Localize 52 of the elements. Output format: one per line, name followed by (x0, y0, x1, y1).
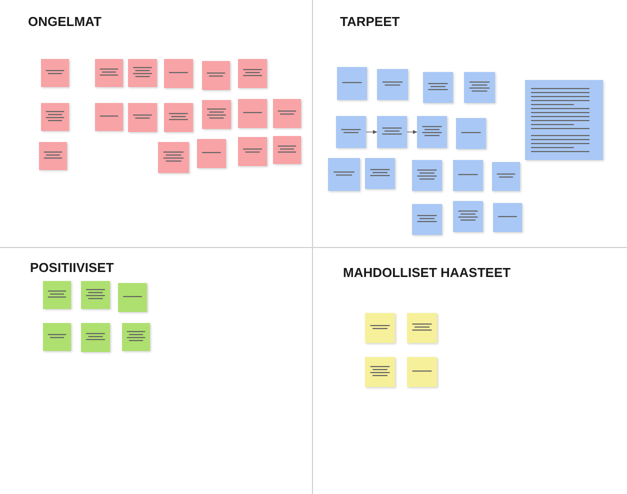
section-heading: TARPEET (340, 14, 400, 29)
sticky-note (43, 323, 71, 351)
sticky-note (337, 67, 367, 100)
sticky-note (41, 103, 69, 131)
sticky-note (39, 142, 67, 170)
sticky-note (164, 59, 193, 88)
sticky-note (365, 357, 395, 387)
sticky-note (365, 313, 395, 343)
sticky-note (238, 137, 267, 166)
sticky-note (197, 139, 226, 168)
sticky-note (202, 61, 230, 90)
arrow (366, 130, 378, 134)
sticky-note (417, 116, 447, 148)
sticky-note (336, 116, 366, 148)
section-heading: MAHDOLLISET HAASTEET (343, 265, 511, 280)
sticky-note (273, 136, 301, 164)
sticky-note (412, 160, 442, 191)
section-heading: POSITIIVISET (30, 260, 114, 275)
sticky-note (95, 59, 123, 87)
sticky-note (328, 158, 360, 191)
sticky-note (407, 313, 437, 343)
sticky-note (81, 323, 110, 352)
sticky-note (81, 281, 110, 309)
sticky-note (202, 100, 231, 129)
sticky-note (412, 204, 442, 235)
sticky-note (128, 103, 157, 132)
board-section (0, 0, 313, 248)
sticky-note (525, 80, 603, 160)
sticky-note (464, 72, 495, 103)
sticky-note (238, 99, 267, 128)
sticky-note (453, 160, 483, 191)
sticky-note (377, 116, 407, 148)
sticky-note (273, 99, 301, 128)
sticky-note (238, 59, 267, 88)
sticky-note (122, 323, 150, 351)
sticky-note (453, 201, 483, 232)
sticky-note (407, 357, 437, 387)
sticky-note (164, 103, 193, 132)
sticky-note (41, 59, 69, 87)
sticky-note (377, 69, 408, 100)
sticky-note (492, 162, 520, 191)
sticky-note (128, 59, 157, 87)
sticky-note (95, 103, 123, 131)
sticky-note (118, 283, 147, 312)
sticky-note (493, 203, 522, 232)
section-heading: ONGELMAT (28, 14, 102, 29)
sticky-note (43, 281, 71, 309)
sticky-note (423, 72, 453, 103)
arrow (406, 130, 418, 134)
sticky-note (365, 158, 395, 189)
sticky-note (456, 118, 486, 149)
sticky-note (158, 142, 189, 173)
